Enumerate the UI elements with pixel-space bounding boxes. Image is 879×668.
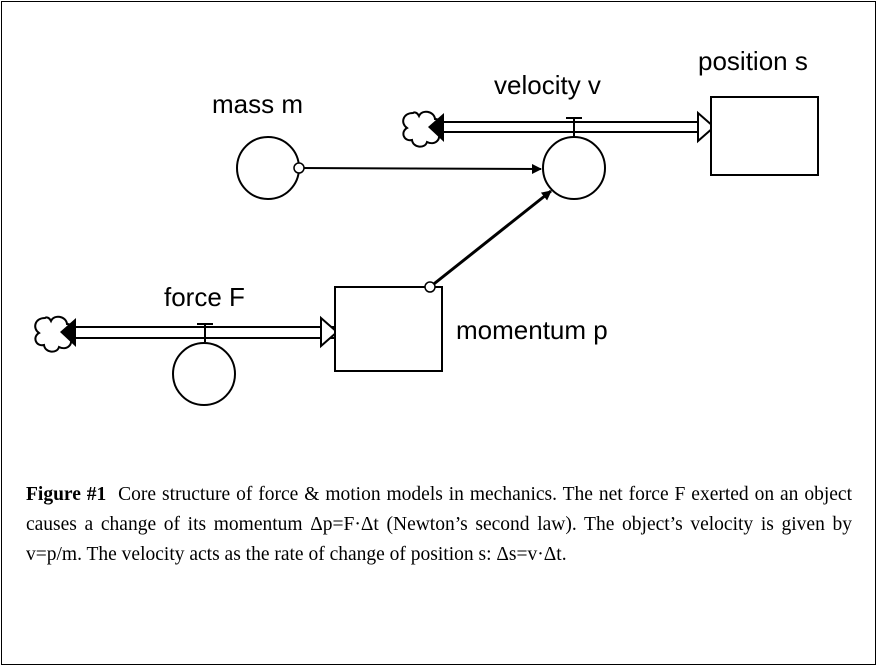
velocity-converter (542, 136, 606, 200)
force-label: force F (164, 282, 245, 312)
force-valve-icon (197, 323, 213, 342)
force-flow (34, 315, 339, 406)
mass-converter (236, 136, 300, 200)
velocity-label: velocity v (494, 70, 601, 100)
mass-link-origin-dot (293, 162, 305, 174)
velocity-flow (402, 110, 716, 200)
force-converter (172, 342, 236, 406)
position-label: position s (698, 46, 808, 76)
velocity-pipe-start-arrowhead (428, 113, 444, 142)
stock-flow-diagram: mass m velocity v position s force F mom… (34, 46, 819, 406)
momentum-label: momentum p (456, 315, 608, 345)
mass-to-velocity-link (298, 163, 542, 174)
figure-caption-text: Core structure of force & motion models … (26, 484, 852, 565)
figure-caption-label: Figure #1 (26, 484, 107, 505)
mass-label: mass m (212, 89, 303, 119)
momentum-to-velocity-link (429, 189, 552, 289)
force-pipe-end-arrowhead (320, 315, 339, 349)
velocity-valve-icon (566, 117, 582, 136)
velocity-source-cloud-icon (402, 110, 444, 148)
figure-caption: Figure #1 Core structure of force & moti… (26, 480, 852, 570)
force-pipe-start-arrowhead (60, 318, 76, 347)
momentum-link-origin-dot (424, 281, 436, 293)
velocity-pipe-end-arrowhead (697, 110, 716, 144)
momentum-stock (334, 286, 443, 372)
position-stock (710, 96, 819, 176)
force-source-cloud-icon (34, 315, 76, 353)
